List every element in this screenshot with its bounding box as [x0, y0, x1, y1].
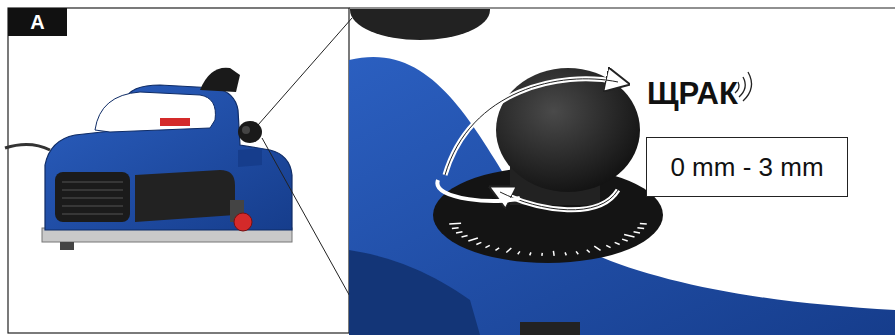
panel-tag: A [8, 8, 67, 36]
front-housing [238, 148, 262, 167]
dial-tick [462, 236, 468, 238]
knob-closeup [349, 9, 895, 335]
dial-tick [506, 248, 511, 253]
belt-cover [135, 170, 235, 222]
dial-tick [634, 232, 640, 233]
dial-tick [476, 242, 481, 244]
dial-tick [594, 246, 600, 250]
vent-grille [62, 182, 123, 214]
dial-tick [637, 227, 644, 229]
dial-tick [495, 248, 499, 251]
dial-tick [468, 238, 478, 241]
rotation-arrow [445, 79, 618, 175]
node-text: 0 mm - 3 mm [670, 152, 823, 183]
body-shadow [349, 250, 480, 335]
power-cord [5, 144, 50, 150]
rotation-arrow [445, 79, 618, 175]
dial-tick [452, 227, 459, 229]
dial-tick [449, 222, 461, 224]
housing-slot [520, 322, 580, 335]
planer-foot [60, 242, 74, 250]
rotation-arrow [437, 180, 520, 201]
dial-tick [606, 245, 610, 247]
dial-tick [530, 252, 531, 255]
rear-grip [350, 9, 490, 40]
dial-tick [615, 242, 620, 244]
dial-tick [624, 235, 634, 238]
range-box: 0 mm - 3 mm [646, 137, 848, 197]
depth-knob [242, 126, 250, 134]
rear-grip [200, 68, 240, 92]
sound-label: ЩРАК [647, 76, 738, 112]
vent-cover [55, 172, 130, 222]
dial-tick [640, 223, 647, 225]
trigger-switch [160, 118, 190, 126]
zoom-leader [258, 18, 352, 125]
dial-scale [449, 223, 647, 256]
handle-opening [95, 92, 215, 132]
dial-tick [485, 245, 489, 247]
dial-tick [541, 253, 543, 256]
planer-body [349, 57, 895, 335]
dial-tick [587, 250, 590, 253]
node-text: A [30, 11, 44, 34]
panel-frame [8, 8, 349, 333]
panel-frame [349, 7, 895, 8]
dial-tick [518, 251, 520, 254]
dial-tick [456, 232, 462, 233]
zoom-leader [262, 138, 352, 300]
depth-knob [496, 68, 640, 192]
planer-body [45, 85, 292, 230]
dial-tick [576, 251, 578, 254]
dial-tick [553, 251, 555, 256]
dial-tick [622, 239, 628, 241]
dial-tick [565, 252, 566, 255]
lock-knob [234, 213, 252, 231]
planer-overview [5, 18, 352, 300]
